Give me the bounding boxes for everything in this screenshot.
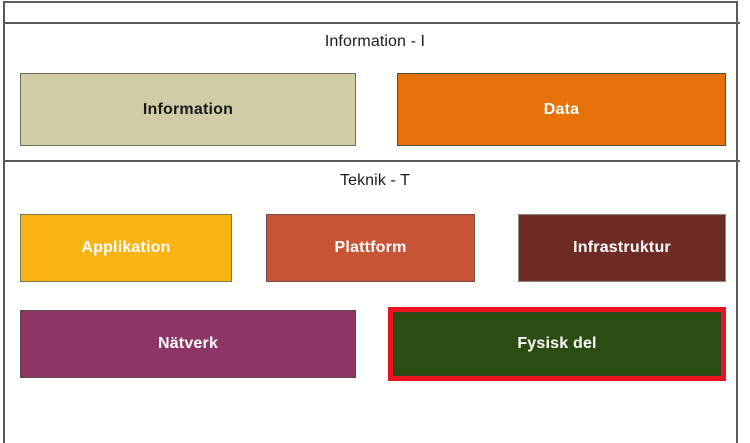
band-divider-middle (3, 160, 740, 162)
box-fysisk-del[interactable]: Fysisk del (393, 312, 721, 376)
box-plattform[interactable]: Plattform (266, 214, 475, 282)
box-natverk[interactable]: Nätverk (20, 310, 356, 378)
box-data[interactable]: Data (397, 73, 726, 146)
band-divider-top (3, 22, 740, 24)
box-applikation[interactable]: Applikation (20, 214, 232, 282)
box-information[interactable]: Information (20, 73, 356, 146)
band-title-teknik: Teknik - T (339, 172, 411, 189)
band-title-information: Information - I (324, 33, 426, 50)
highlight-ring-fysisk-del: Fysisk del (388, 307, 726, 381)
box-infrastruktur[interactable]: Infrastruktur (518, 214, 726, 282)
